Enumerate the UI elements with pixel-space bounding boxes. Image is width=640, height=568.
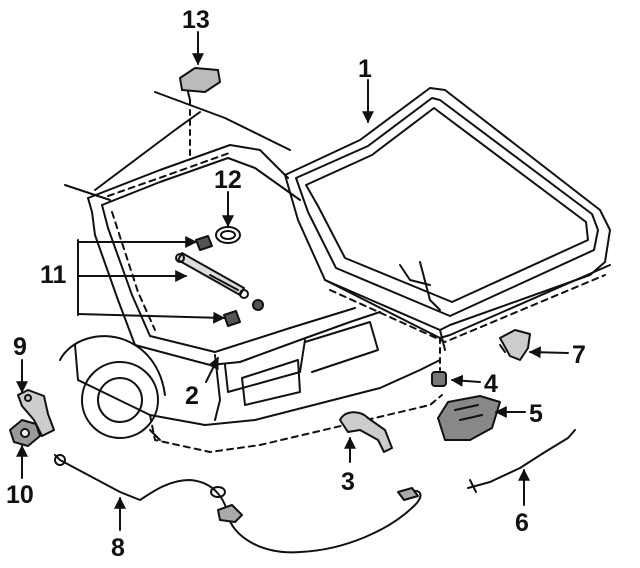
callout-4: 4: [484, 370, 498, 398]
callout-3: 3: [341, 468, 355, 496]
lid-lower-edge: [329, 274, 606, 343]
release-cable: [54, 454, 422, 554]
ball-stud-right: [252, 299, 264, 311]
callout-leaders: [16, 31, 569, 531]
striker: [499, 329, 531, 361]
bumper-stop: [431, 337, 447, 387]
callout-13: 13: [182, 6, 210, 34]
latch: [437, 395, 501, 441]
release-rod: [467, 429, 576, 493]
support-strut: [175, 252, 249, 299]
callout-9: 9: [13, 333, 27, 361]
trunk-opening-body: [59, 91, 443, 453]
release-lever: [17, 389, 55, 437]
ball-stud-lower: [223, 310, 241, 327]
callout-6: 6: [515, 509, 529, 537]
callout-7: 7: [572, 341, 586, 369]
callout-12: 12: [214, 166, 242, 194]
callout-10: 10: [6, 481, 34, 509]
callout-11: 11: [40, 261, 67, 289]
callout-5: 5: [529, 400, 543, 428]
grommet: [215, 226, 241, 244]
ball-stud-upper: [195, 235, 213, 251]
callout-1: 1: [358, 55, 372, 83]
callout-2: 2: [185, 382, 199, 410]
lock-bracket: [9, 419, 41, 447]
trunk-lid: [284, 87, 611, 351]
hinge: [179, 67, 221, 159]
callout-labels: 1 2 3 4 5 6 7 8 9 10 11 12 13: [6, 6, 586, 562]
callout-8: 8: [111, 534, 125, 562]
lock-cylinder: [339, 411, 393, 453]
